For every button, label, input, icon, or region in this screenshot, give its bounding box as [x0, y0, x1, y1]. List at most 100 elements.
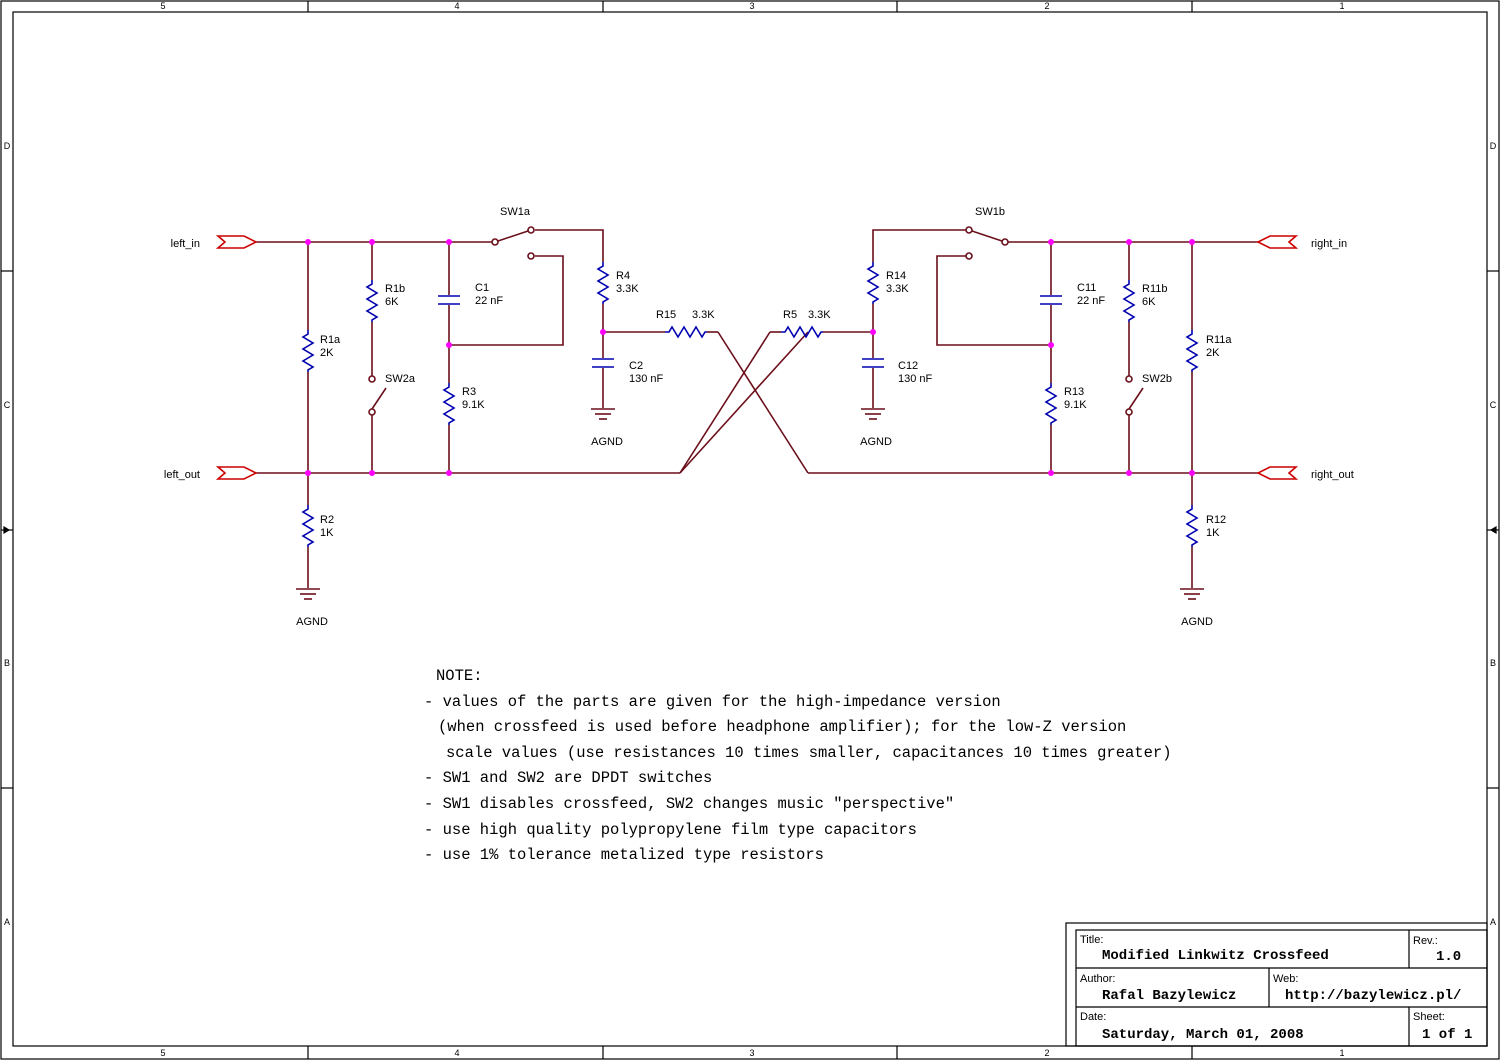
- port-label: left_out: [164, 469, 200, 481]
- column-label: 5: [160, 1048, 165, 1058]
- port-right-out: right_out: [1256, 466, 1354, 481]
- ref-label: R12: [1206, 514, 1226, 526]
- ground-label: AGND: [1181, 616, 1213, 628]
- note-line: scale values (use resistances 10 times s…: [446, 744, 1172, 762]
- row-label: A: [1490, 917, 1496, 927]
- junction-dot: [1126, 470, 1132, 476]
- ref-label: R13: [1064, 386, 1084, 398]
- web-label: Web:: [1273, 973, 1298, 985]
- value-label: 9.1K: [462, 399, 485, 411]
- date: Saturday, March 01, 2008: [1102, 1027, 1304, 1043]
- switch-sw1b: SW1b: [965, 206, 1009, 260]
- value-label: 2K: [320, 347, 334, 359]
- wires: [256, 229, 1258, 588]
- ref-label: R4: [616, 270, 630, 282]
- date-label: Date:: [1080, 1011, 1106, 1023]
- port-left-out: left_out: [164, 466, 258, 481]
- ref-label: R11a: [1206, 334, 1232, 346]
- website: http://bazylewicz.pl/: [1285, 988, 1461, 1004]
- column-label: 1: [1339, 1048, 1344, 1058]
- value-label: 130 nF: [629, 373, 664, 385]
- row-label: C: [1490, 400, 1497, 410]
- switch-sw2a: SW2a: [368, 373, 416, 416]
- resistor-r11a: R11a 2K: [1185, 330, 1232, 372]
- drawing-title: Modified Linkwitz Crossfeed: [1102, 948, 1329, 964]
- row-label: B: [1490, 658, 1496, 668]
- value-label: 22 nF: [475, 295, 503, 307]
- value-label: 2K: [1206, 347, 1220, 359]
- value-label: 3.3K: [808, 309, 831, 321]
- junction-dot: [1048, 342, 1054, 348]
- capacitor-c1: C1 22 nF: [438, 282, 503, 307]
- note-line: - use high quality polypropylene film ty…: [424, 821, 917, 839]
- row-label: D: [1490, 141, 1497, 151]
- value-label: 130 nF: [898, 373, 933, 385]
- column-label: 2: [1044, 1, 1049, 11]
- title-block: Title: Modified Linkwitz Crossfeed Rev.:…: [1065, 922, 1488, 1047]
- ref-label: SW1a: [500, 206, 531, 218]
- ref-label: R1b: [385, 283, 405, 295]
- rev-label: Rev.:: [1413, 935, 1438, 947]
- ref-label: R11b: [1142, 283, 1167, 295]
- junction-dot: [305, 470, 311, 476]
- value-label: 6K: [385, 296, 399, 308]
- ref-label: SW2a: [385, 373, 416, 385]
- junction-dot: [1189, 239, 1195, 245]
- ref-label: SW1b: [975, 206, 1005, 218]
- resistor-r14: R14 3.3K: [866, 262, 909, 304]
- column-label: 3: [749, 1048, 754, 1058]
- ground-symbol: AGND: [1180, 588, 1213, 628]
- switch-sw2b: SW2b: [1125, 373, 1172, 416]
- junctions: [305, 239, 1195, 476]
- column-label: 1: [1339, 1, 1344, 11]
- port-right-in: right_in: [1256, 235, 1347, 250]
- note-line: - values of the parts are given for the …: [424, 693, 1001, 711]
- resistor-r4: R4 3.3K: [596, 262, 639, 304]
- value-label: 6K: [1142, 296, 1156, 308]
- resistor-r15: R15 3.3K: [656, 309, 715, 339]
- value-label: 22 nF: [1077, 295, 1105, 307]
- column-label: 3: [749, 1, 754, 11]
- ref-label: R14: [886, 270, 906, 282]
- resistor-r13: R13 9.1K: [1044, 383, 1087, 425]
- resistor-r11b: R11b 6K: [1122, 280, 1167, 322]
- author-label: Author:: [1080, 973, 1115, 985]
- ground-label: AGND: [591, 436, 623, 448]
- junction-dot: [305, 239, 311, 245]
- capacitor-c2: C2 130 nF: [592, 358, 664, 385]
- design-note: NOTE: - values of the parts are given fo…: [424, 667, 1172, 864]
- ref-label: R5: [783, 309, 797, 321]
- ref-label: C2: [629, 360, 643, 372]
- junction-dot: [1048, 470, 1054, 476]
- ref-label: C11: [1077, 282, 1096, 294]
- note-line: - use 1% tolerance metalized type resist…: [424, 846, 824, 864]
- ground-label: AGND: [296, 616, 328, 628]
- ref-label: SW2b: [1142, 373, 1172, 385]
- row-label: C: [4, 400, 11, 410]
- border-column-labels: 5 4 3 2 1 5 4 3 2 1: [160, 1, 1344, 1058]
- column-label: 4: [454, 1048, 459, 1058]
- title-label: Title:: [1080, 934, 1103, 946]
- junction-dot: [369, 239, 375, 245]
- junction-dot: [446, 342, 452, 348]
- value-label: 3.3K: [616, 283, 639, 295]
- value-label: 1K: [320, 527, 334, 539]
- junction-dot: [446, 239, 452, 245]
- ref-label: R2: [320, 514, 334, 526]
- capacitor-c12: C12 130 nF: [862, 358, 933, 385]
- port-label: right_in: [1311, 238, 1347, 250]
- column-label: 4: [454, 1, 459, 11]
- revision: 1.0: [1436, 949, 1461, 965]
- value-label: 3.3K: [692, 309, 715, 321]
- ground-symbol: AGND: [296, 588, 328, 628]
- junction-dot: [1126, 239, 1132, 245]
- resistor-r2: R2 1K: [301, 505, 334, 547]
- resistor-r5: R5 3.3K: [781, 309, 831, 339]
- value-label: 1K: [1206, 527, 1220, 539]
- row-label: B: [4, 658, 10, 668]
- port-left-in: left_in: [171, 235, 258, 250]
- port-label: left_in: [171, 238, 200, 250]
- note-line: - SW1 disables crossfeed, SW2 changes mu…: [424, 795, 954, 813]
